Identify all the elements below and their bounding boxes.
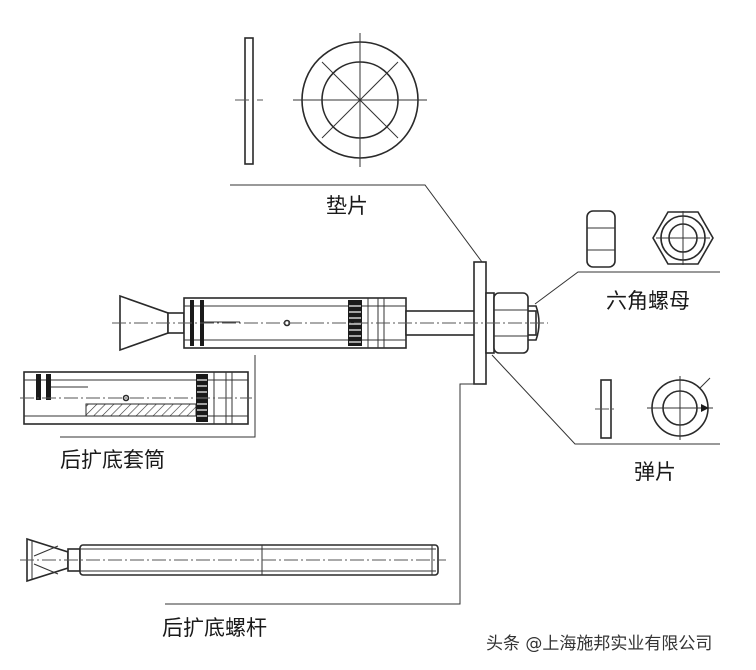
sleeve-label: 后扩底套筒: [60, 448, 165, 472]
washer-side-view: [235, 37, 263, 165]
hex-nut-label: 六角螺母: [606, 289, 690, 313]
sleeve-drawing: [20, 371, 252, 425]
washer-front-view: [293, 33, 427, 167]
watermark: 头条 @上海施邦实业有限公司: [486, 634, 713, 654]
leader-lines: [60, 184, 720, 605]
screw-label: 后扩底螺杆: [162, 616, 267, 640]
hex-nut-front-view: [652, 211, 714, 265]
hex-nut-side-view: [586, 210, 616, 268]
spring-washer-side-view: [595, 379, 617, 439]
screw-drawing: [20, 537, 446, 583]
anchor-assembly: [112, 261, 548, 385]
spring-washer-front-view: [647, 376, 713, 440]
washer-label: 垫片: [326, 194, 368, 218]
spring-washer-label: 弹片: [634, 460, 676, 484]
